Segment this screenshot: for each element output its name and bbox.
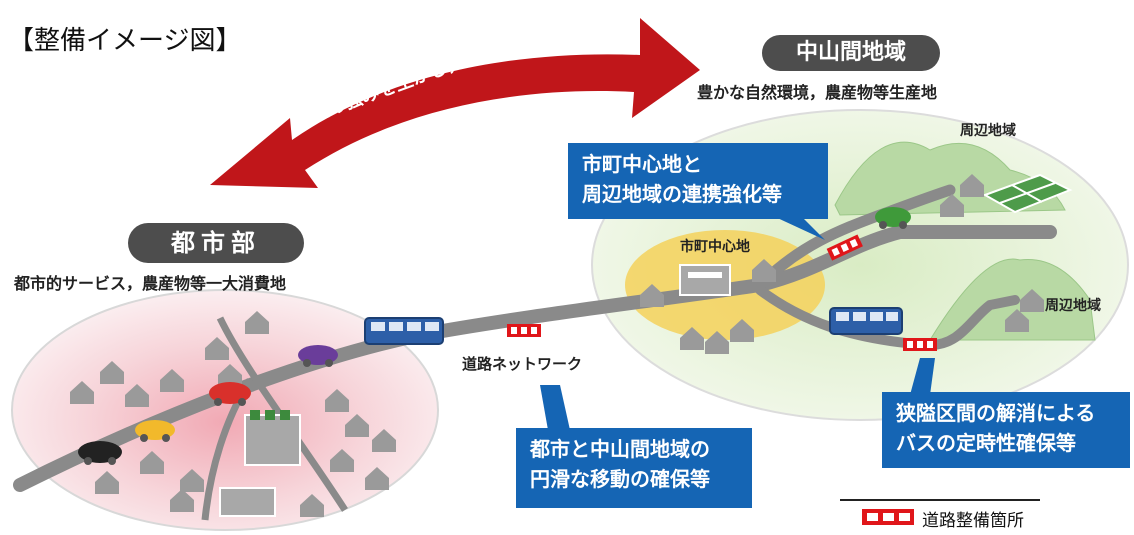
callout-smooth-movement: 都市と中山間地域の 円滑な移動の確保等 xyxy=(516,428,752,508)
black-car xyxy=(78,441,122,465)
callout-link-strengthen: 市町中心地と 周辺地域の連携強化等 xyxy=(568,143,828,219)
callout-line: 周辺地域の連携強化等 xyxy=(582,182,782,206)
peripheral-label-right: 周辺地域 xyxy=(1045,298,1101,314)
callout-pointer-2 xyxy=(540,385,570,430)
green-car xyxy=(875,207,911,229)
callout-narrow-section: 狭隘区間の解消による バスの定時性確保等 xyxy=(882,392,1130,468)
yellow-car xyxy=(135,420,175,442)
road-to-upper-village xyxy=(754,184,956,291)
red-car xyxy=(209,382,251,406)
callout-line: 市町中心地と xyxy=(582,152,702,176)
road-network-label: 道路ネットワーク xyxy=(462,355,583,373)
city-houses xyxy=(70,311,396,517)
callout-line: 都市と中山間地域の xyxy=(530,437,710,461)
town-hall xyxy=(679,264,731,296)
mountain-label: 中山間地域 xyxy=(762,35,940,71)
bus-mountain xyxy=(829,307,903,335)
city-label: 都市部 xyxy=(128,223,304,263)
peripheral-label-top: 周辺地域 xyxy=(960,123,1016,139)
main-road xyxy=(13,225,1057,492)
town-center-label: 市町中心地 xyxy=(680,239,750,255)
city-buildings xyxy=(219,410,301,517)
legend-marker xyxy=(862,509,914,525)
callout-line: 円滑な移動の確保等 xyxy=(530,467,710,491)
road-marker-center xyxy=(507,324,541,337)
legend-label: 道路整備箇所 xyxy=(922,511,1024,531)
city-road-1 xyxy=(216,316,348,512)
city-description: 都市的サービス，農産物等一大消費地 xyxy=(14,274,287,293)
callout-line: 狭隘区間の解消による xyxy=(896,401,1096,425)
purple-car xyxy=(298,345,338,367)
rice-fields xyxy=(982,173,1073,214)
mutual-support-arrow xyxy=(210,18,700,188)
callout-pointer-3 xyxy=(910,358,935,395)
callout-line: バスの定時性確保等 xyxy=(896,431,1076,455)
mountain-description: 豊かな自然環境，農産物等生産地 xyxy=(697,83,938,102)
mountain-houses xyxy=(640,174,1044,354)
bus-city xyxy=(364,317,444,345)
road-marker-right xyxy=(903,338,937,351)
road-marker-upper xyxy=(826,234,863,261)
page-title: 【整備イメージ図】 xyxy=(8,26,242,56)
